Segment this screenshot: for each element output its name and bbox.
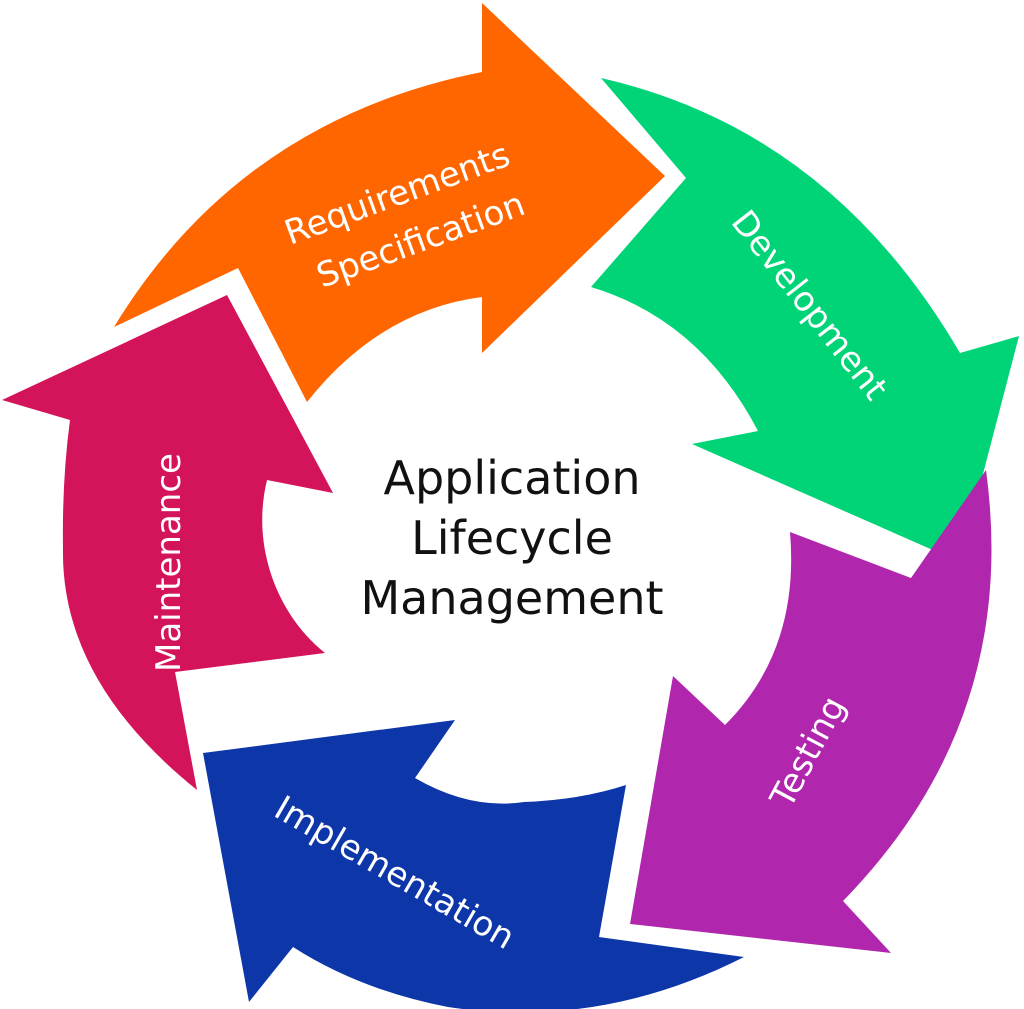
arrow-shape-implementation: [203, 720, 744, 1009]
stage-development-arrow: Development: [591, 78, 1019, 562]
arrow-shape-maintenance: [2, 295, 333, 790]
center-title-line3: Management: [360, 571, 664, 625]
arrow-shape-testing: [630, 470, 992, 953]
center-title-line2: Lifecycle: [411, 511, 613, 565]
center-title: Application Lifecycle Management: [312, 448, 712, 628]
arrow-shape-requirements: [114, 3, 665, 402]
stage-maintenance-arrow: Maintenance: [2, 295, 333, 790]
center-title-line1: Application: [383, 451, 641, 505]
stage-label-maintenance: Maintenance: [149, 453, 189, 672]
arrow-shape-development: [591, 78, 1019, 562]
stage-requirements-arrow: Requirements Specification: [114, 3, 665, 402]
stage-implementation-arrow: Implementation: [203, 720, 744, 1009]
stage-testing-arrow: Testing: [630, 470, 992, 953]
